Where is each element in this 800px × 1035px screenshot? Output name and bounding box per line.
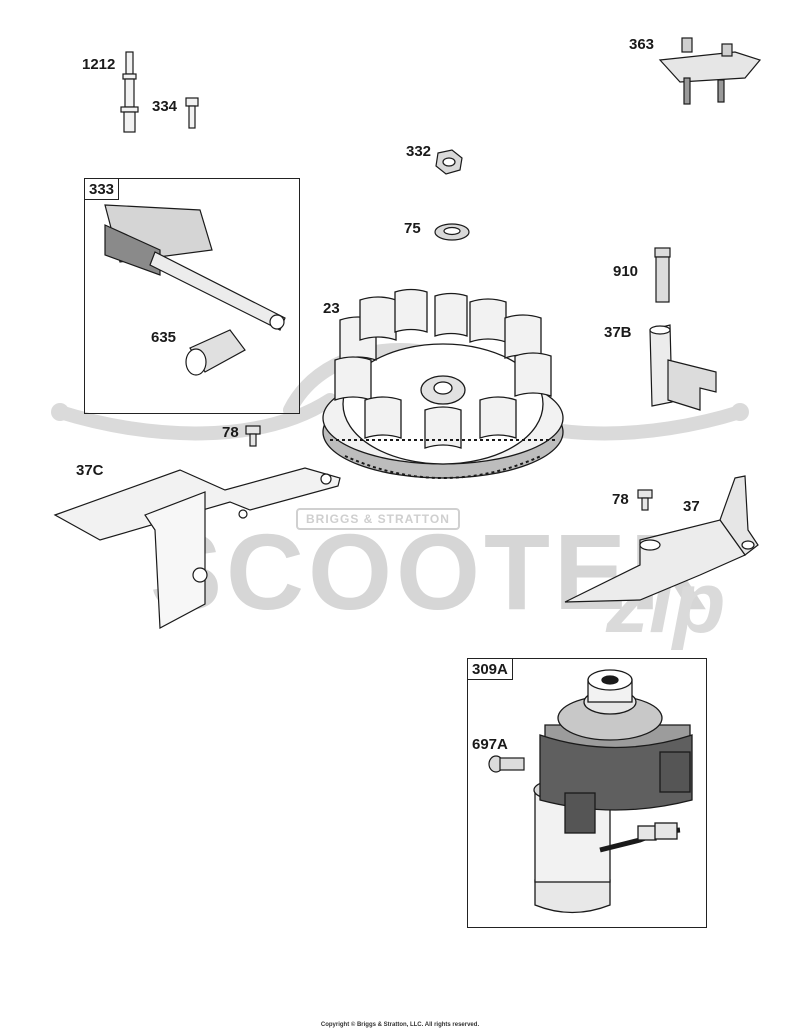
callout-697A: 697A bbox=[472, 736, 508, 753]
part-332-nut bbox=[435, 149, 463, 175]
part-78-screw-right bbox=[637, 489, 653, 511]
part-37-air-vane bbox=[564, 475, 759, 603]
part-635-boot bbox=[185, 329, 246, 376]
watermark-dot-right bbox=[731, 403, 749, 421]
part-78-screw-left bbox=[245, 425, 261, 447]
part-37B-blade bbox=[649, 324, 717, 411]
watermark-brand-badge: BRIGGS & STRATTON bbox=[296, 508, 460, 530]
copyright-notice: Copyright © Briggs & Stratton, LLC. All … bbox=[320, 1022, 480, 1028]
callout-75: 75 bbox=[404, 220, 421, 237]
part-1212-stud bbox=[120, 51, 139, 133]
callout-37B: 37B bbox=[604, 324, 632, 341]
watermark-scooter-text: SCOOTER bbox=[150, 511, 713, 632]
part-910-spacer bbox=[654, 247, 671, 303]
kit-box-333 bbox=[84, 178, 300, 414]
callout-78-right: 78 bbox=[612, 491, 629, 508]
callout-910: 910 bbox=[613, 263, 639, 280]
part-23-flywheel bbox=[322, 288, 564, 479]
callout-37: 37 bbox=[683, 498, 700, 515]
callout-23: 23 bbox=[323, 300, 340, 317]
callout-635: 635 bbox=[151, 329, 177, 346]
part-75-washer bbox=[434, 223, 470, 241]
callout-332: 332 bbox=[406, 143, 432, 160]
callout-363: 363 bbox=[629, 36, 655, 53]
callout-334: 334 bbox=[152, 98, 178, 115]
kit-box-309A bbox=[467, 658, 707, 928]
watermark-dot-left bbox=[51, 403, 69, 421]
kit-box-309A-tag: 309A bbox=[467, 658, 513, 680]
callout-78-left: 78 bbox=[222, 424, 239, 441]
part-333-switch-assembly bbox=[104, 204, 286, 331]
kit-box-333-tag: 333 bbox=[84, 178, 120, 200]
callout-1212: 1212 bbox=[82, 56, 116, 73]
part-37C-air-guide bbox=[53, 467, 341, 629]
part-697A-bolt bbox=[488, 755, 525, 773]
callout-37C: 37C bbox=[76, 462, 104, 479]
part-363-bracket bbox=[658, 37, 762, 105]
part-334-screw bbox=[185, 97, 199, 129]
part-309A-starter-motor bbox=[533, 669, 693, 914]
